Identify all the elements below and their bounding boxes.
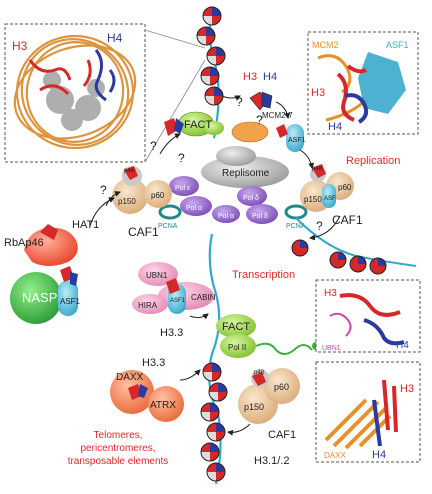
replisome: [201, 146, 289, 188]
caf1-bottom-p60: p60: [274, 382, 289, 392]
caf1-bottom-p150: p150: [244, 402, 264, 412]
inset-mcm2-label: MCM2: [312, 40, 339, 50]
caf1-left-p60: p60: [151, 191, 165, 200]
h3-label-top: H3: [243, 71, 257, 83]
asf1-top-label: ASF1: [288, 137, 306, 144]
hira-complex: [132, 262, 214, 314]
histone-dimer-top: [249, 91, 273, 111]
inset-h4-label: H4: [107, 31, 123, 45]
caf1-right-p48: p48: [312, 166, 323, 172]
atrx-label: ATRX: [150, 400, 176, 411]
daxx-inset-h3: H3: [400, 383, 414, 395]
h312-label: H3.1/.2: [254, 455, 289, 467]
caf1-bottom: [238, 368, 300, 424]
pol-a2-label: Pol α: [218, 213, 234, 220]
ubn-inset-ubn1: UBN1: [322, 345, 341, 352]
pcna-label-1: PCNA: [158, 223, 178, 230]
pol-a-label: Pol α: [186, 205, 202, 212]
nucleosome-column-top: [196, 6, 226, 106]
caf1-bottom-label: CAF1: [268, 429, 296, 441]
h33-label-b: H3.3: [142, 357, 165, 369]
replication-label: Replication: [346, 155, 400, 167]
daxx-inset-h4: H4: [372, 449, 386, 461]
caf1-left-label: CAF1: [128, 225, 159, 239]
replisome-label: Replisome: [222, 168, 270, 179]
question-mark-4: ?: [236, 95, 243, 109]
ubn-inset-h4: H4: [396, 340, 409, 351]
mcm27-shape: [231, 121, 269, 143]
dna-strand-right: [291, 217, 417, 275]
mcm2-asf1-inset: MCM2 ASF1 H3 H4: [307, 31, 419, 135]
pol-e-label: Pol ε: [175, 185, 190, 192]
nasp-asf1-label: ASF1: [60, 297, 81, 306]
question-mark-3: ?: [178, 151, 185, 165]
hira-asf1-label: ASF1: [170, 298, 186, 304]
nucleosome-inset: H3 H4: [4, 23, 146, 163]
transcription-label: Transcription: [232, 269, 295, 281]
caf1-left-p48: p48: [124, 168, 135, 174]
histone-left-top: [164, 118, 184, 136]
question-mark-5: ?: [256, 113, 263, 127]
caf1-right-label: CAF1: [332, 213, 363, 227]
daxx-inset: [315, 361, 421, 463]
question-mark-6: ?: [316, 219, 323, 233]
pol-d1-label: Pol δ: [243, 195, 259, 202]
ubn1-inset: [315, 279, 421, 353]
pcna-label-2: PCNA: [286, 223, 306, 230]
mcm27-label: MCM2-7: [262, 111, 293, 120]
pol2-label: Pol II: [228, 343, 246, 352]
caf1-right: [300, 164, 354, 212]
telomeres-line-3: transposable elements: [68, 456, 169, 467]
asf1-top: [276, 124, 304, 152]
telomeres-line-1: Telomeres,: [94, 430, 143, 441]
fact-top-label: FACT: [184, 119, 212, 131]
nasp-label: NASP: [22, 290, 57, 305]
nasp-asf1-complex: [10, 266, 78, 324]
hat1-rbap46-complex: [24, 224, 78, 266]
caf1-bottom-p48: p48: [254, 370, 265, 376]
ubn-inset-h3: H3: [324, 288, 337, 299]
hira-label: HIRA: [138, 301, 158, 310]
caf1-right-p60: p60: [338, 183, 352, 192]
daxx-inset-daxx: DAXX: [324, 451, 346, 460]
fact-mid-label: FACT: [222, 321, 250, 333]
caf1-left-p150: p150: [118, 197, 136, 206]
question-mark-2: ?: [150, 139, 157, 153]
ubn1-label: UBN1: [146, 271, 168, 280]
caf1-left: [112, 166, 172, 214]
question-mark-1: ?: [100, 183, 107, 197]
pol-d2-label: Pol δ: [252, 213, 268, 220]
daxx-atrx-complex: [110, 370, 184, 422]
inset-h3-label: H3: [12, 39, 28, 53]
polymerases: [169, 176, 278, 224]
caf1-right-p150: p150: [304, 195, 322, 204]
hat1-label: HAT1: [72, 219, 99, 231]
inset-h3-label-2: H3: [311, 87, 325, 99]
arrows: [89, 95, 341, 436]
h4-label-top: H4: [263, 71, 277, 83]
h33-label-a: H3.3: [160, 327, 183, 339]
cabin-label: CABIN: [191, 293, 216, 302]
rbap46-label: RbAp46: [4, 237, 44, 249]
daxx-label: DAXX: [116, 372, 144, 383]
inset-h4-label-2: H4: [328, 121, 342, 133]
nucleosome-column-bottom: [200, 362, 228, 482]
caf1-right-asf: ASF: [324, 196, 336, 202]
inset-asf1-label: ASF1: [386, 40, 409, 50]
telomeres-line-2: pericentromeres,: [80, 443, 155, 454]
dna-strand-top: [208, 7, 220, 139]
